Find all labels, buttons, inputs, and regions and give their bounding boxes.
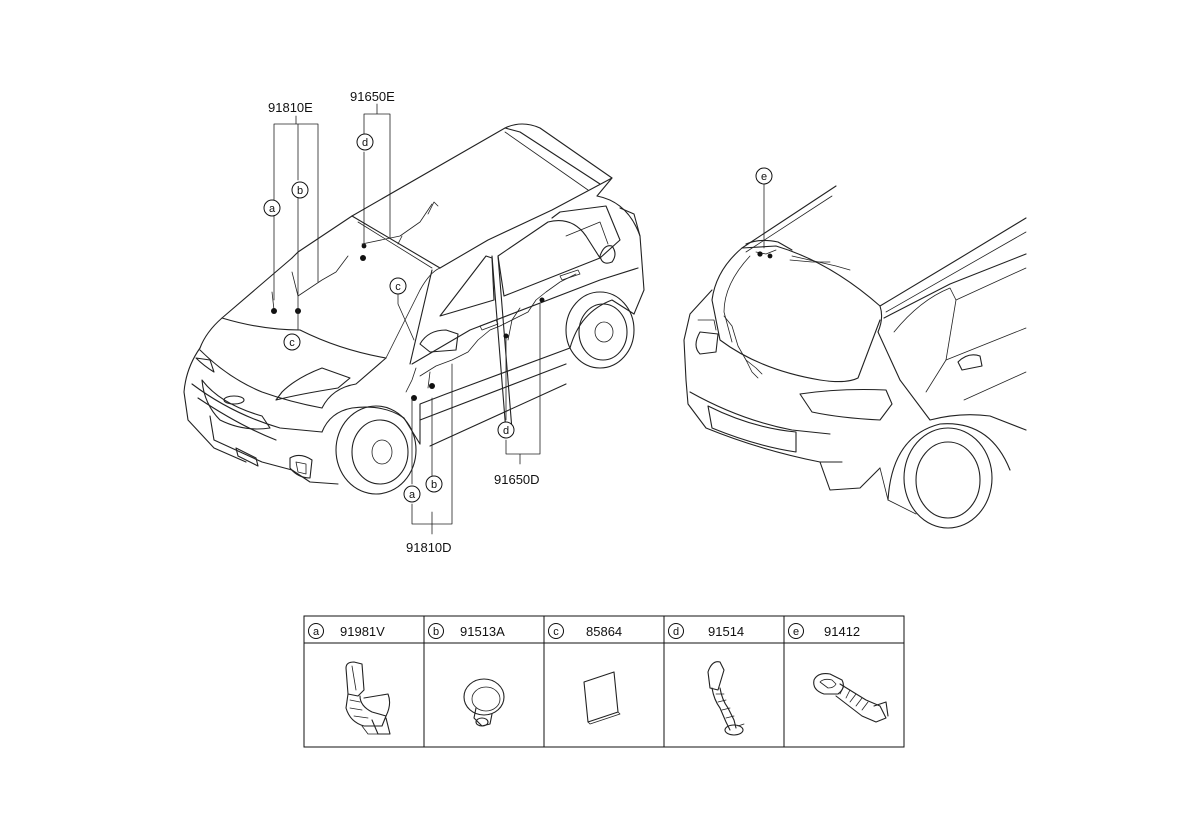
legend-letter: a [313, 626, 320, 638]
marker-b-upper: b [291, 181, 309, 199]
svg-text:d: d [503, 425, 509, 437]
marker-d-lower: d [497, 421, 515, 439]
marker-c-middle: c [389, 277, 407, 295]
legend-item-a: a 91981V [308, 623, 385, 639]
front-car-illustration [183, 123, 645, 495]
svg-text:d: d [362, 137, 368, 149]
legend-item-e: e 91412 [788, 623, 860, 639]
svg-text:e: e [761, 171, 767, 183]
corrugated-tube-grommet-icon [813, 673, 889, 723]
marker-e: e [755, 167, 773, 185]
legend-table [303, 615, 905, 748]
svg-text:b: b [431, 479, 437, 491]
svg-text:c: c [289, 337, 295, 349]
legend-letter: d [673, 626, 679, 638]
svg-text:a: a [269, 203, 276, 215]
legend-item-b: b 91513A [428, 623, 505, 639]
callout-91650E: 91650E [350, 89, 395, 104]
pad-icon [583, 671, 621, 725]
front-callout-lines [273, 103, 541, 535]
wire-grommet-icon [707, 661, 745, 736]
legend-part-number: 91513A [460, 624, 505, 639]
legend-letter: b [433, 626, 439, 638]
marker-b-lower: b [425, 475, 443, 493]
legend-letter: c [553, 626, 559, 638]
legend-part-number: 91981V [340, 624, 385, 639]
legend-part-number: 91412 [824, 624, 860, 639]
svg-text:a: a [409, 489, 416, 501]
marker-a-upper: a [263, 199, 281, 217]
angled-grommet-icon [345, 661, 391, 735]
marker-a-lower: a [403, 485, 421, 503]
marker-d-upper: d [356, 133, 374, 151]
callout-91650D: 91650D [494, 472, 540, 487]
legend-part-number: 91514 [708, 624, 744, 639]
legend-item-c: c 85864 [548, 623, 622, 639]
round-grommet-icon [463, 678, 505, 727]
svg-text:b: b [297, 185, 303, 197]
svg-text:c: c [395, 281, 401, 293]
rear-car-illustration [683, 185, 1027, 529]
legend-letter: e [793, 626, 799, 638]
marker-c-upper: c [283, 333, 301, 351]
legend-item-d: d 91514 [668, 623, 744, 639]
callout-91810E: 91810E [268, 100, 313, 115]
callout-91810D: 91810D [406, 540, 452, 555]
legend-part-number: 85864 [586, 624, 622, 639]
